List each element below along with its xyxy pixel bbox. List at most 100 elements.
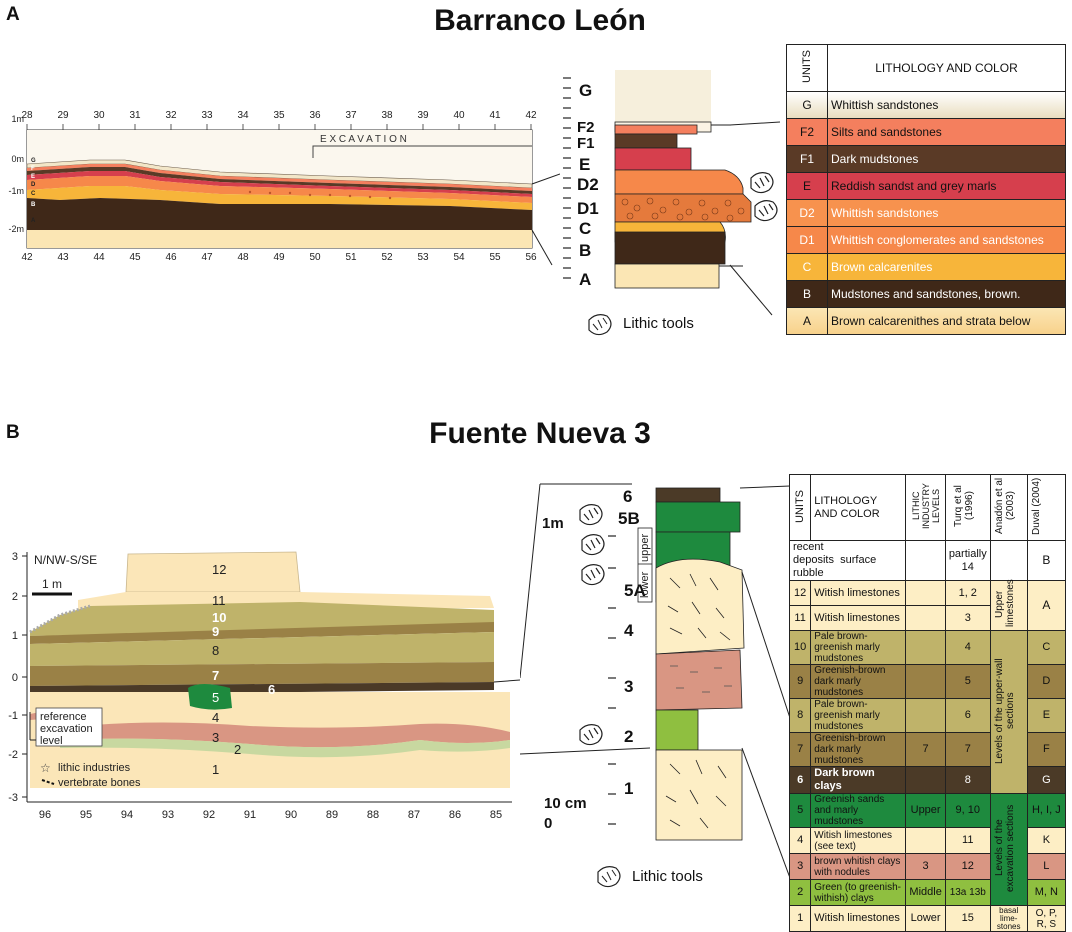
svg-text:D2: D2: [577, 175, 599, 194]
lithic-tool-icon: [597, 866, 621, 888]
svg-text:4: 4: [212, 710, 219, 725]
fuente-nueva-column: 6 5B 5A 4 3 2 1 upper lower 1m 10 cm 0: [520, 483, 790, 879]
column-labels: G F2 F1 E D2 D1 C B A: [577, 81, 599, 289]
lithic-tool-icon: [588, 314, 612, 336]
svg-text:7: 7: [212, 668, 219, 683]
svg-text:41: 41: [489, 110, 501, 121]
svg-text:47: 47: [201, 252, 213, 263]
svg-text:87: 87: [408, 809, 420, 821]
panel-b-title: Fuente Nueva 3: [429, 417, 651, 450]
lithic-tool-icon: [579, 504, 603, 526]
svg-text:C: C: [31, 191, 36, 197]
svg-text:2: 2: [12, 591, 18, 603]
svg-text:5: 5: [212, 690, 219, 705]
layer-a: [27, 230, 532, 248]
svg-text:37: 37: [345, 110, 357, 121]
layer-7: [30, 662, 494, 686]
layer-3: [60, 722, 510, 748]
svg-text:43: 43: [57, 252, 69, 263]
layer-sky: [27, 130, 532, 184]
layer-f1: [27, 167, 532, 194]
svg-text:E: E: [579, 155, 590, 174]
section-letters: G F E D C B A: [31, 158, 36, 224]
svg-text:6: 6: [268, 682, 275, 697]
svg-text:F: F: [31, 166, 35, 172]
star-icon: ☆: [40, 761, 51, 775]
svg-text:D: D: [31, 182, 36, 188]
svg-text:40: 40: [453, 110, 465, 121]
svg-text:excavation: excavation: [40, 723, 93, 735]
svg-text:3: 3: [624, 677, 633, 696]
svg-text:2: 2: [234, 742, 241, 757]
lithic-tool-icon: [579, 724, 603, 746]
col-b: [614, 231, 726, 265]
lithic-tool-icon: [581, 564, 605, 586]
col-d2: [614, 169, 744, 195]
svg-text:6: 6: [623, 487, 632, 506]
lithic-legend-label: Lithic tools: [623, 315, 694, 332]
svg-text:8: 8: [212, 643, 219, 658]
svg-text:F2: F2: [577, 119, 595, 136]
svg-text:52: 52: [381, 252, 393, 263]
layer-d: [27, 176, 532, 203]
col-d1: [614, 193, 752, 223]
layer-5: [188, 684, 232, 710]
svg-text:44: 44: [93, 252, 105, 263]
svg-text:90: 90: [285, 809, 297, 821]
svg-text:-1m: -1m: [9, 186, 25, 196]
svg-text:49: 49: [273, 252, 285, 263]
svg-text:33: 33: [201, 110, 213, 121]
svg-text:50: 50: [309, 252, 321, 263]
svg-text:28: 28: [21, 110, 33, 121]
svg-text:93: 93: [162, 809, 174, 821]
layer-b: [27, 198, 532, 230]
lithic-legend-label: Lithic tools: [632, 868, 703, 885]
barranco-leon-cross-section: E X C A V A T I O N 28 29 30 31 32 33 34…: [9, 110, 560, 266]
col-3-texture: [670, 665, 732, 693]
col-5b: [655, 501, 741, 533]
svg-text:56: 56: [525, 252, 537, 263]
layer-e: [27, 171, 532, 197]
col-4: [655, 558, 745, 655]
svg-text:42: 42: [525, 110, 537, 121]
svg-text:lower: lower: [639, 571, 651, 598]
lithic-tool-icon: [581, 534, 605, 556]
col-6: [655, 487, 721, 503]
column-labels: 6 5B 5A 4 3 2 1: [618, 487, 646, 798]
svg-text:94: 94: [121, 809, 133, 821]
col-2: [655, 709, 699, 751]
svg-text:-1: -1: [8, 710, 18, 722]
svg-text:35: 35: [273, 110, 285, 121]
svg-text:30: 30: [93, 110, 105, 121]
y-ticks: 3 2 1 0 -1 -2 -3: [8, 551, 18, 804]
svg-text:A: A: [31, 218, 36, 224]
svg-text:B: B: [579, 241, 591, 260]
svg-text:1: 1: [624, 779, 633, 798]
barranco-leon-column: G F2 F1 E D2 D1 C B A: [563, 70, 778, 289]
svg-text:reference: reference: [40, 711, 86, 723]
svg-text:38: 38: [381, 110, 393, 121]
layer-9: [30, 622, 494, 644]
svg-text:11: 11: [212, 593, 226, 608]
x-top-ticks: 28 29 30 31 32 33 34 35 36 37 38 39 40 4…: [21, 110, 537, 121]
svg-text:C: C: [579, 219, 591, 238]
svg-text:5A: 5A: [624, 581, 646, 600]
scale-10cm: 10 cm: [544, 795, 587, 812]
svg-text:88: 88: [367, 809, 379, 821]
col-e: [614, 147, 692, 171]
svg-text:10: 10: [212, 610, 226, 625]
scale-1m: 1m: [542, 515, 564, 532]
svg-text:48: 48: [237, 252, 249, 263]
svg-text:86: 86: [449, 809, 461, 821]
svg-text:upper: upper: [639, 534, 651, 562]
col-3: [655, 649, 743, 711]
reference-box: [35, 707, 103, 747]
svg-text:A: A: [579, 270, 591, 289]
orientation-label: N/NW-S/SE: [34, 553, 97, 567]
y-ticks: 1m 0m -1m -2m: [9, 114, 25, 234]
svg-text:1m: 1m: [11, 114, 24, 124]
svg-text:3: 3: [12, 551, 18, 563]
svg-text:G: G: [31, 158, 36, 164]
column-ruler: [563, 77, 571, 279]
svg-text:E: E: [31, 174, 35, 180]
